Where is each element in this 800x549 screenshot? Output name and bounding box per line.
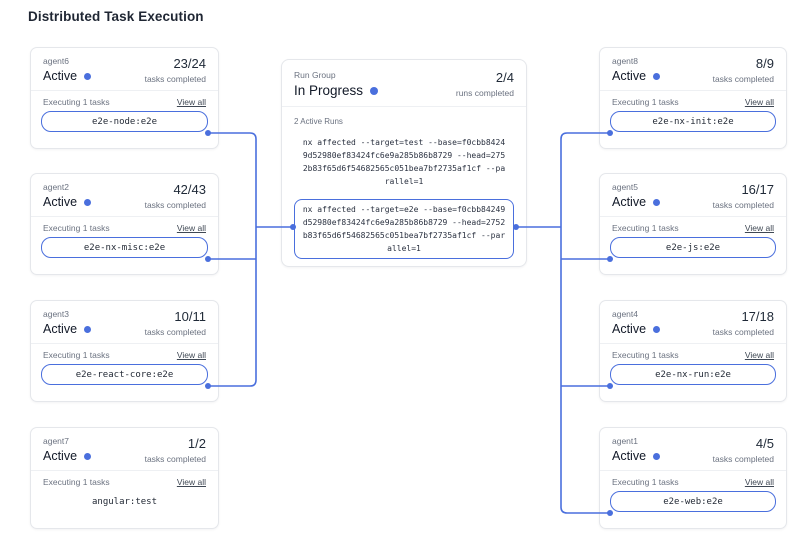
agent-card-agent5: agent5 Active 16/17 tasks completed Exec… xyxy=(599,173,787,275)
active-runs-label: 2 Active Runs xyxy=(294,117,343,126)
agent-card-agent1: agent1 Active 4/5 tasks completed Execut… xyxy=(599,427,787,529)
divider xyxy=(31,216,218,217)
run-command-highlighted[interactable]: nx affected --target=e2e --base=f0cbb842… xyxy=(294,199,514,259)
runs-count: 2/4 xyxy=(495,70,514,85)
view-all-link[interactable]: View all xyxy=(176,477,206,487)
executing-label: Executing 1 tasks xyxy=(612,223,679,233)
view-all-link[interactable]: View all xyxy=(176,350,206,360)
agent-name: agent4 xyxy=(612,309,638,319)
runs-count-label: runs completed xyxy=(455,88,514,98)
agent-card-header: agent3 Active 10/11 tasks completed xyxy=(31,301,218,343)
agent-card-agent6: agent6 Active 23/24 tasks completed Exec… xyxy=(30,47,219,149)
task-chip[interactable]: e2e-nx-run:e2e xyxy=(610,364,776,385)
agent-card-header: agent6 Active 23/24 tasks completed xyxy=(31,48,218,90)
task-chip[interactable]: e2e-nx-misc:e2e xyxy=(41,237,208,258)
task-chip[interactable]: e2e-node:e2e xyxy=(41,111,208,132)
agent-card-header: agent2 Active 42/43 tasks completed xyxy=(31,174,218,216)
active-status-dot xyxy=(653,325,661,333)
executing-label: Executing 1 tasks xyxy=(43,223,110,233)
agent-card-header: agent1 Active 4/5 tasks completed xyxy=(600,428,786,470)
tasks-count: 10/11 xyxy=(174,309,206,324)
tasks-count: 42/43 xyxy=(173,182,206,197)
tasks-count-label: tasks completed xyxy=(144,327,206,337)
view-all-link[interactable]: View all xyxy=(744,350,774,360)
active-status-dot xyxy=(84,325,92,333)
divider xyxy=(31,90,218,91)
agent-name: agent2 xyxy=(43,182,69,192)
divider xyxy=(600,470,786,471)
tasks-count-label: tasks completed xyxy=(712,327,774,337)
agent-name: agent6 xyxy=(43,56,69,66)
agent-status: Active xyxy=(43,195,78,209)
agent-card-header: agent7 Active 1/2 tasks completed xyxy=(31,428,218,470)
executing-label: Executing 1 tasks xyxy=(43,350,110,360)
task-chip[interactable]: e2e-react-core:e2e xyxy=(41,364,208,385)
tasks-count-label: tasks completed xyxy=(144,200,206,210)
tasks-count: 16/17 xyxy=(741,182,774,197)
page-title: Distributed Task Execution xyxy=(28,9,204,24)
run-group-card: Run Group In Progress 2/4 runs completed… xyxy=(281,59,527,267)
task-chip[interactable]: e2e-web:e2e xyxy=(610,491,776,512)
agent-status: Active xyxy=(612,195,647,209)
divider xyxy=(600,343,786,344)
active-status-dot xyxy=(84,72,92,80)
agent-card-header: agent8 Active 8/9 tasks completed xyxy=(600,48,786,90)
divider xyxy=(600,90,786,91)
executing-label: Executing 1 tasks xyxy=(612,477,679,487)
agent-status: Active xyxy=(43,449,78,463)
divider xyxy=(31,470,218,471)
run-group-label: Run Group xyxy=(294,70,336,80)
tasks-count-label: tasks completed xyxy=(712,74,774,84)
agent-name: agent5 xyxy=(612,182,638,192)
divider xyxy=(282,106,526,107)
executing-label: Executing 1 tasks xyxy=(612,350,679,360)
task-chip[interactable]: e2e-js:e2e xyxy=(610,237,776,258)
agent-card-agent7: agent7 Active 1/2 tasks completed Execut… xyxy=(30,427,219,529)
executing-label: Executing 1 tasks xyxy=(43,97,110,107)
view-all-link[interactable]: View all xyxy=(744,97,774,107)
tasks-count: 8/9 xyxy=(755,56,774,71)
task-chip[interactable]: angular:test xyxy=(91,496,158,507)
tasks-count-label: tasks completed xyxy=(144,454,206,464)
agent-card-header: agent5 Active 16/17 tasks completed xyxy=(600,174,786,216)
run-group-status: In Progress xyxy=(294,83,364,98)
view-all-link[interactable]: View all xyxy=(744,223,774,233)
agent-card-agent2: agent2 Active 42/43 tasks completed Exec… xyxy=(30,173,219,275)
agent-status: Active xyxy=(612,69,647,83)
agent-name: agent8 xyxy=(612,56,638,66)
tasks-count-label: tasks completed xyxy=(712,200,774,210)
divider xyxy=(600,216,786,217)
active-status-dot xyxy=(653,198,661,206)
tasks-count: 1/2 xyxy=(187,436,206,451)
agent-card-agent3: agent3 Active 10/11 tasks completed Exec… xyxy=(30,300,219,402)
agent-status: Active xyxy=(612,322,647,336)
agent-card-agent8: agent8 Active 8/9 tasks completed Execut… xyxy=(599,47,787,149)
tasks-count: 17/18 xyxy=(741,309,774,324)
agent-card-header: agent4 Active 17/18 tasks completed xyxy=(600,301,786,343)
active-status-dot xyxy=(653,452,661,460)
executing-label: Executing 1 tasks xyxy=(612,97,679,107)
tasks-count-label: tasks completed xyxy=(144,74,206,84)
executing-label: Executing 1 tasks xyxy=(43,477,110,487)
active-status-dot xyxy=(84,198,92,206)
in-progress-dot xyxy=(370,86,379,95)
agent-status: Active xyxy=(43,322,78,336)
tasks-count: 4/5 xyxy=(755,436,774,451)
agent-name: agent1 xyxy=(612,436,638,446)
agent-name: agent7 xyxy=(43,436,69,446)
agent-name: agent3 xyxy=(43,309,69,319)
tasks-count-label: tasks completed xyxy=(712,454,774,464)
agent-card-agent4: agent4 Active 17/18 tasks completed Exec… xyxy=(599,300,787,402)
divider xyxy=(31,343,218,344)
active-status-dot xyxy=(653,72,661,80)
active-status-dot xyxy=(84,452,92,460)
tasks-count: 23/24 xyxy=(173,56,206,71)
view-all-link[interactable]: View all xyxy=(176,223,206,233)
agent-status: Active xyxy=(43,69,78,83)
view-all-link[interactable]: View all xyxy=(176,97,206,107)
run-command[interactable]: nx affected --target=test --base=f0cbb84… xyxy=(302,138,506,186)
view-all-link[interactable]: View all xyxy=(744,477,774,487)
task-chip[interactable]: e2e-nx-init:e2e xyxy=(610,111,776,132)
agent-status: Active xyxy=(612,449,647,463)
